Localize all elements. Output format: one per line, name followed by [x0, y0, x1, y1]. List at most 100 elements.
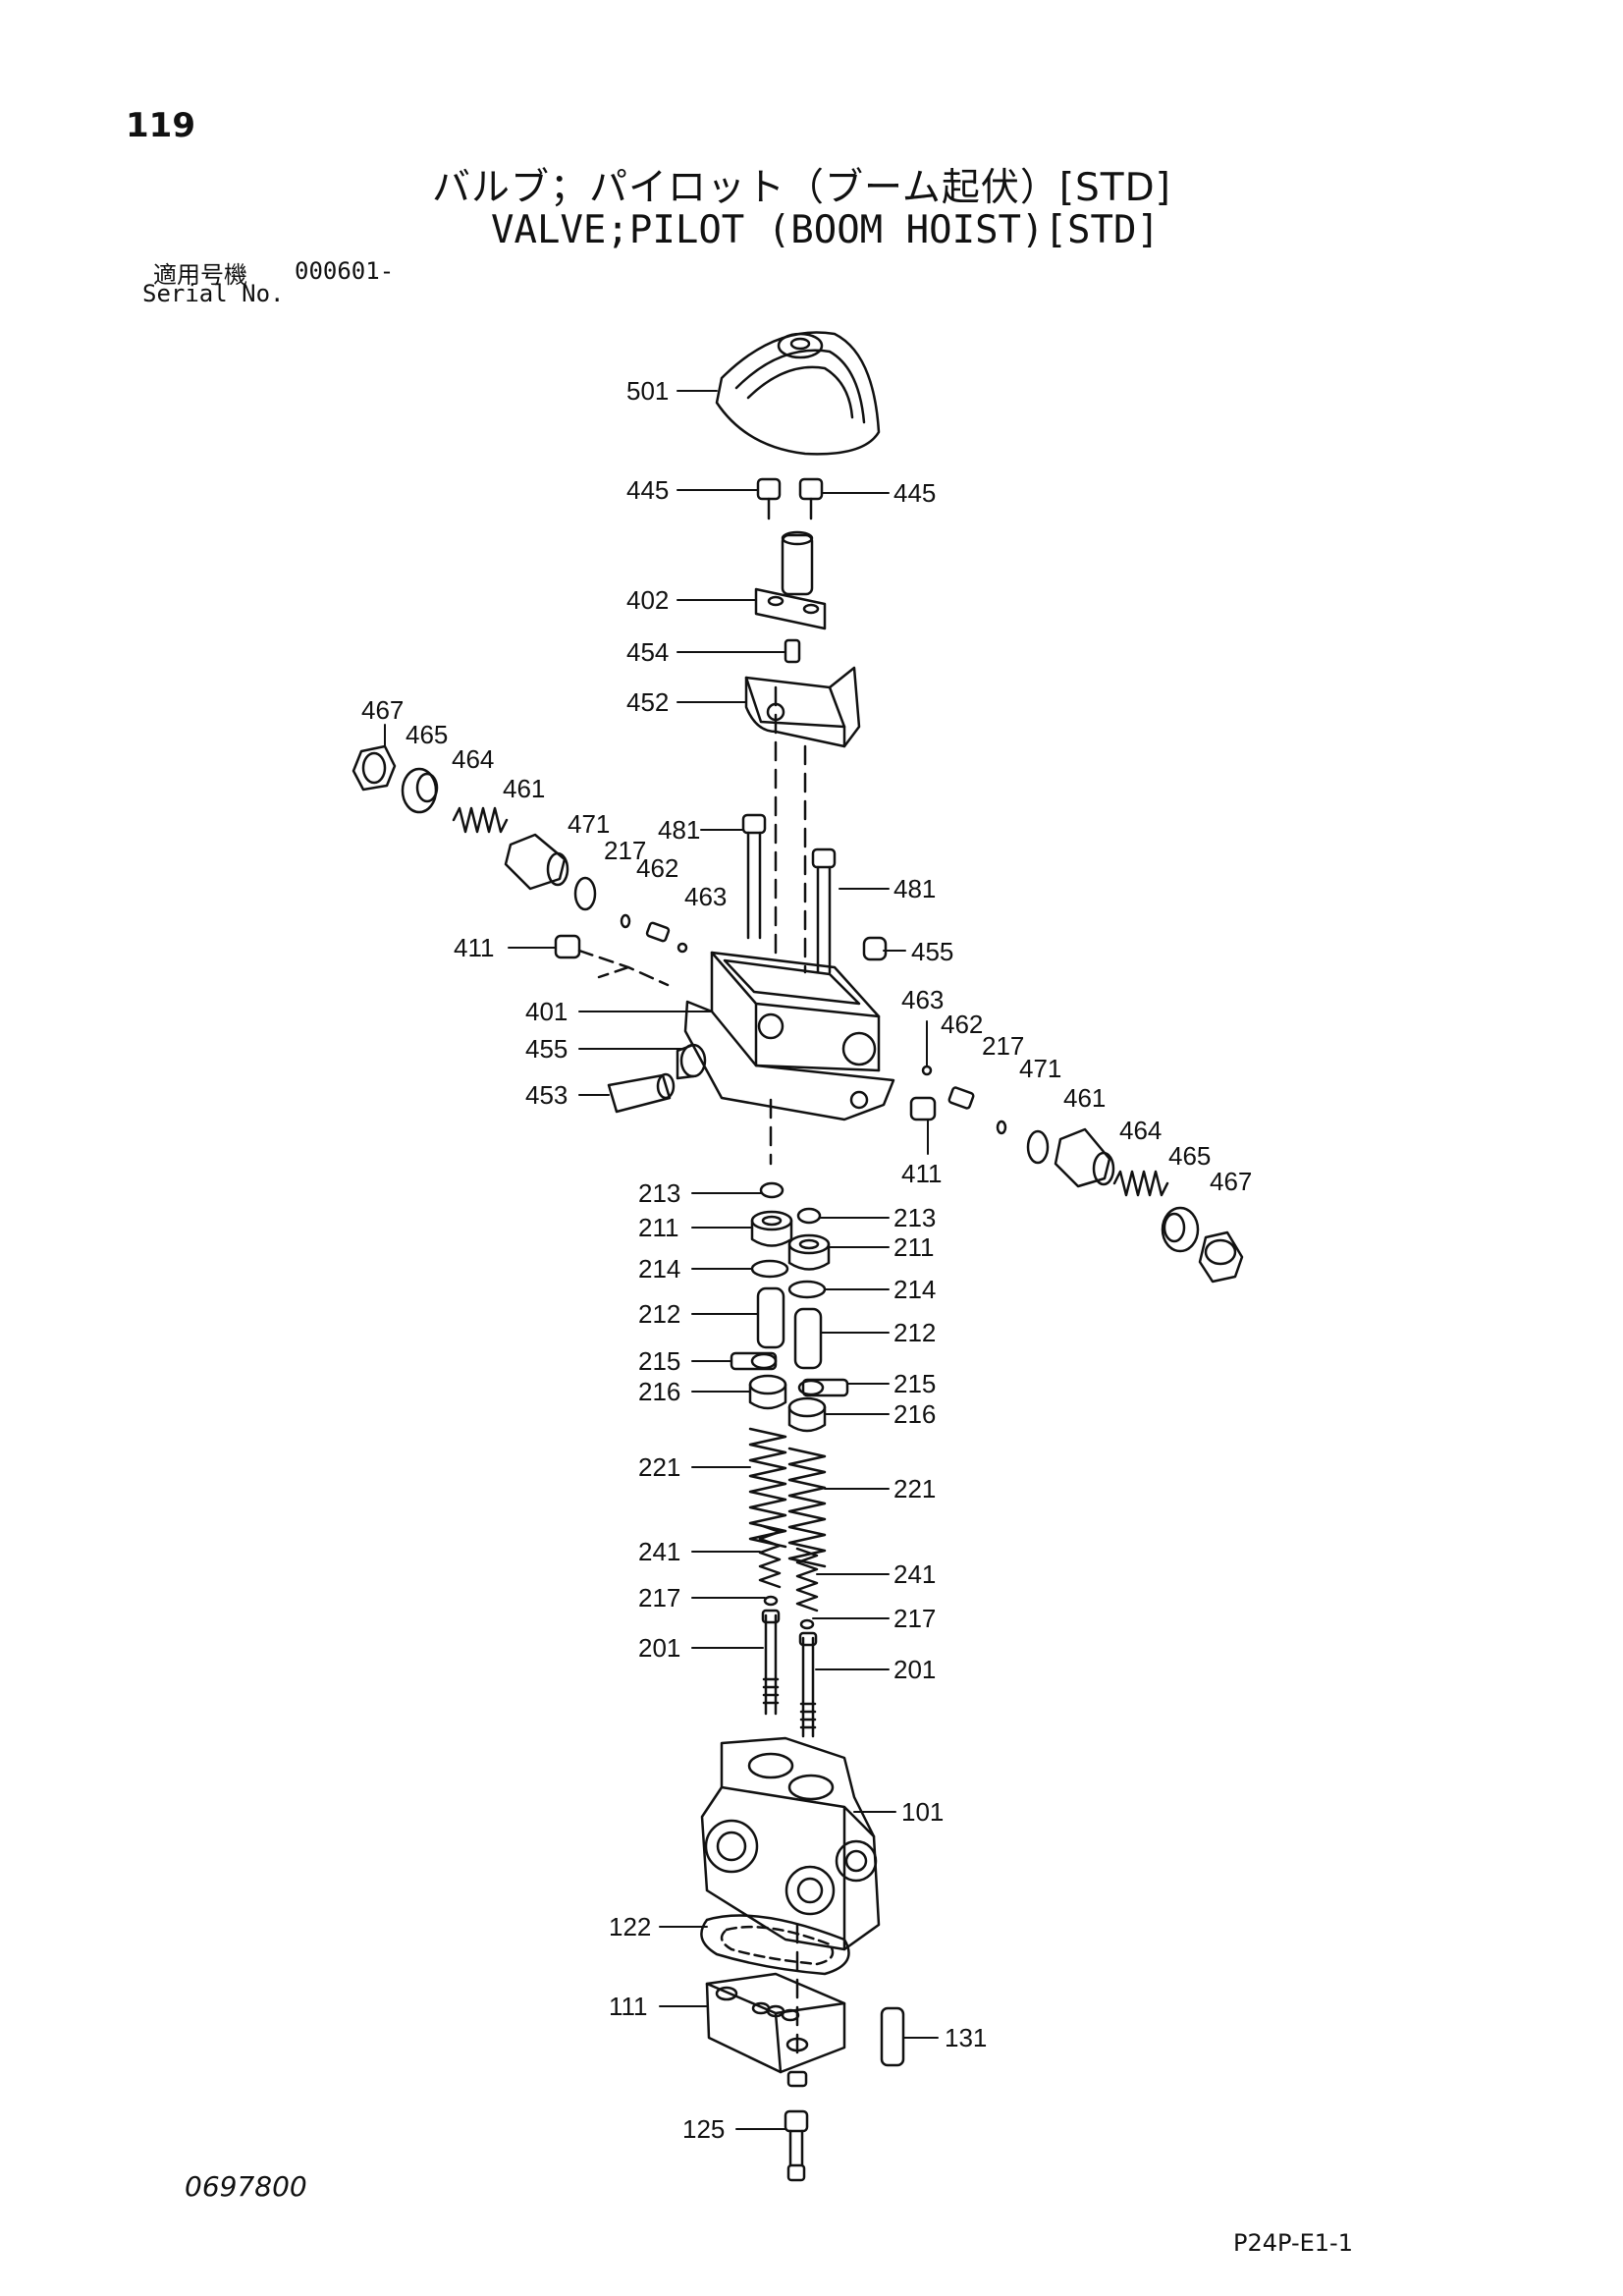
part-471-oring-right	[1026, 1129, 1050, 1165]
label-217-lower-right: 217	[893, 1604, 936, 1633]
part-214-oring-right	[787, 1280, 827, 1299]
part-501-boot	[715, 331, 881, 456]
label-464-right: 464	[1119, 1116, 1162, 1145]
label-221-left: 221	[638, 1452, 680, 1482]
label-463-right: 463	[901, 985, 944, 1014]
label-101: 101	[901, 1797, 944, 1827]
label-461-right: 461	[1063, 1083, 1106, 1113]
part-201-spool-left	[761, 1609, 781, 1716]
label-467-left: 467	[361, 695, 404, 725]
label-215-right: 215	[893, 1369, 936, 1398]
part-401-casing	[683, 951, 895, 1121]
part-241-spring-right	[795, 1547, 819, 1613]
part-125-bolt	[784, 2070, 809, 2182]
part-461-plug-left	[504, 833, 569, 891]
label-464-left: 464	[452, 744, 494, 774]
label-462-left: 462	[636, 853, 678, 883]
label-211-left: 211	[638, 1213, 678, 1242]
part-217-oring-right-lower	[799, 1618, 815, 1630]
label-201-right: 201	[893, 1655, 936, 1684]
part-101-valve-body	[700, 1736, 881, 1951]
part-215-shim-left	[730, 1351, 778, 1371]
part-212-rod-right	[793, 1307, 823, 1370]
label-501: 501	[626, 376, 669, 406]
label-452: 452	[626, 687, 669, 717]
label-217-upper-right: 217	[982, 1031, 1024, 1061]
label-212-left: 212	[638, 1299, 680, 1329]
label-481-right: 481	[893, 874, 936, 903]
label-411-right: 411	[901, 1159, 942, 1188]
part-461-plug-right	[1054, 1127, 1115, 1188]
part-465-ring-right	[1161, 1206, 1200, 1253]
label-455-upper: 455	[911, 937, 953, 966]
part-462-pin-left	[645, 921, 671, 943]
part-111-cover-plate	[705, 1972, 846, 2074]
label-213-left: 213	[638, 1178, 680, 1208]
part-215-shim-right	[797, 1378, 849, 1397]
part-467-cap-right	[1198, 1230, 1244, 1284]
part-455-bushing-upper	[862, 936, 888, 961]
label-455-left: 455	[525, 1034, 568, 1064]
label-241-right: 241	[893, 1559, 936, 1589]
serial-label-english: Serial No.	[142, 280, 285, 307]
part-411-plug-left	[554, 934, 581, 959]
label-454: 454	[626, 637, 669, 667]
part-213-washer-right	[796, 1207, 822, 1225]
part-216-seat-left	[748, 1374, 787, 1410]
page-title-english: VALVE;PILOT (BOOM HOIST)[STD]	[491, 208, 1160, 252]
part-217-oring-left-lower	[763, 1595, 779, 1607]
label-465-right: 465	[1168, 1141, 1211, 1171]
label-111: 111	[609, 1992, 648, 2021]
drawing-number: 0697800	[185, 2170, 307, 2203]
label-125: 125	[682, 2114, 725, 2144]
part-217-oring-right	[996, 1120, 1007, 1135]
part-481-bolts	[741, 813, 837, 974]
part-number-labels: 501 445 445 402 454 452 467 465 464 461 …	[361, 376, 1252, 2144]
part-411-plug-right	[909, 1096, 937, 1121]
label-453: 453	[525, 1080, 568, 1110]
part-464-spring-right	[1112, 1170, 1169, 1197]
label-214-right: 214	[893, 1275, 936, 1304]
label-463-left: 463	[684, 882, 727, 911]
label-445-right: 445	[893, 478, 936, 508]
leader-lines	[384, 390, 939, 2130]
label-201-left: 201	[638, 1633, 680, 1663]
part-212-rod-left	[756, 1286, 785, 1349]
label-211-right: 211	[893, 1232, 934, 1262]
part-402-plate	[754, 530, 827, 630]
page-number: 119	[126, 106, 195, 145]
part-452-block	[744, 666, 861, 748]
part-201-spool-right	[798, 1631, 818, 1738]
part-211-seal-left	[750, 1210, 793, 1247]
part-467-cap-left	[352, 744, 397, 792]
label-445-left: 445	[626, 475, 669, 505]
part-214-oring-left	[750, 1259, 789, 1279]
label-401: 401	[525, 997, 568, 1026]
label-217-upper-left: 217	[604, 836, 646, 865]
part-471-oring-left	[573, 876, 597, 911]
label-481-left: 481	[658, 815, 700, 845]
part-464-spring-left	[452, 806, 509, 834]
sheet-code: P24P-E1-1	[1233, 2229, 1353, 2257]
page-title-japanese: バルブ；パイロット（ブーム起伏）[STD]	[432, 166, 1171, 210]
label-213-right: 213	[893, 1203, 936, 1232]
label-461-left: 461	[503, 774, 545, 803]
label-471-left: 471	[568, 809, 610, 839]
part-221-spring-right	[787, 1447, 827, 1568]
part-122-gasket	[700, 1914, 850, 1976]
part-445-bolts	[756, 477, 824, 520]
label-214-left: 214	[638, 1254, 680, 1284]
label-221-right: 221	[893, 1474, 936, 1503]
serial-code: 000601-	[295, 257, 395, 285]
label-411-left: 411	[454, 933, 494, 962]
part-453-pin	[607, 1072, 676, 1114]
label-122: 122	[609, 1912, 651, 1941]
label-402: 402	[626, 585, 669, 615]
label-212-right: 212	[893, 1318, 936, 1347]
part-213-washer-left	[759, 1181, 784, 1199]
part-465-ring-left	[401, 767, 439, 814]
label-131: 131	[945, 2023, 987, 2052]
part-463-ball-right	[921, 1065, 933, 1076]
part-217-oring-left	[620, 913, 631, 929]
